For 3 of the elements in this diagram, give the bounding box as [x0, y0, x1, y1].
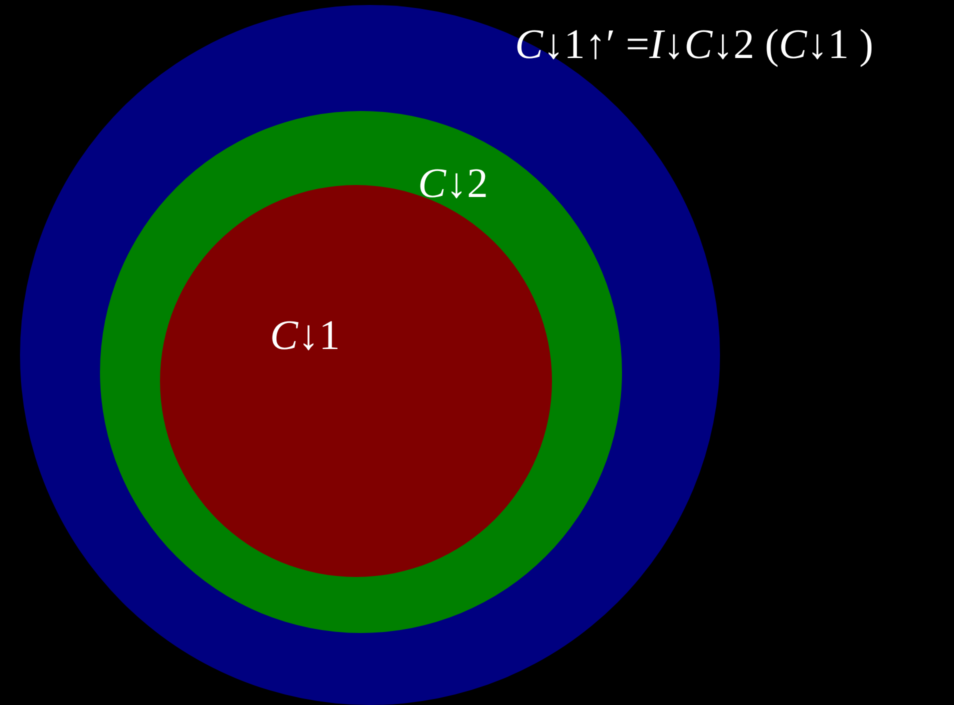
set-label: C↓2 — [418, 163, 488, 205]
set-label: C↓1 — [270, 315, 340, 357]
formula: C↓1↑′ =I↓C↓2 (C↓1 ) — [515, 24, 874, 66]
